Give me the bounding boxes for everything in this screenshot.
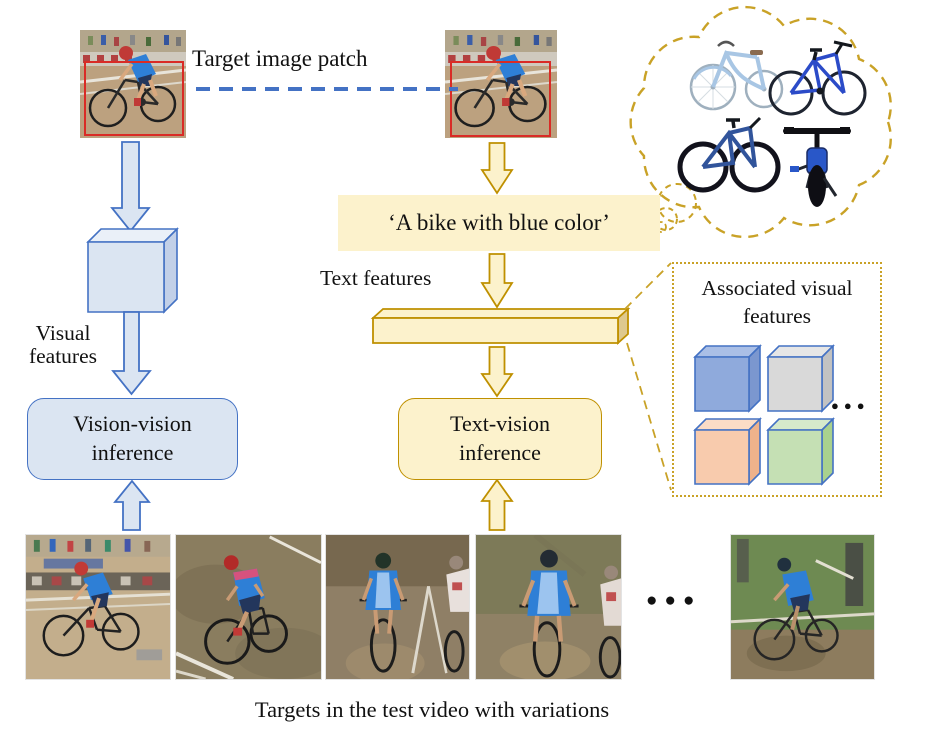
video-frame-5: [730, 534, 875, 680]
video-frame-5-photo: [731, 535, 874, 679]
target-patch-label: Target image patch: [192, 46, 368, 71]
text-vision-inference-box: Text-vision inference: [398, 398, 602, 480]
cube-face: [767, 429, 823, 485]
vision-vision-inference-box: Vision-vision inference: [27, 398, 238, 480]
cyclist-photo: [445, 30, 557, 138]
text-query: ‘A bike with blue color’: [388, 210, 610, 235]
associated-ellipsis: ●●●: [831, 398, 870, 413]
associated-features-title: Associated visual features: [701, 276, 853, 328]
target-patch-image-2: [445, 30, 557, 138]
target-patch-image-1: [80, 30, 186, 138]
visual-features-arrow: [111, 311, 152, 396]
features-to-inference-arrow: [480, 346, 514, 398]
text-vision-inference-label: Text-vision inference: [450, 411, 550, 465]
visual-features-cube: [86, 227, 179, 314]
frames-to-text-vision-arrow: [480, 478, 514, 531]
cube-face: [767, 356, 823, 412]
feature-cube-blue: [693, 344, 762, 413]
visual-features-label: Visual features: [28, 321, 98, 368]
video-frame-4-photo: [476, 535, 621, 679]
cloud-outline: [629, 5, 892, 239]
bar-to-assoc-link-bottom: [626, 342, 672, 491]
frames-ellipsis: ●●●: [646, 590, 702, 611]
text-features-vector: [370, 306, 631, 346]
cube-face: [748, 417, 761, 486]
video-frame-1: [25, 534, 171, 680]
text-features-label: Text features: [320, 266, 432, 290]
vision-vision-inference-label: Vision-vision inference: [73, 411, 192, 465]
cube-face: [821, 344, 834, 413]
patch-to-encoder-arrow: [110, 141, 151, 233]
cube-face: [694, 356, 750, 412]
video-frame-3-photo: [326, 535, 469, 679]
bike-mountain-2-icon: [677, 116, 781, 193]
cube-face: [821, 417, 834, 486]
video-frame-2-photo: [176, 535, 321, 679]
figure-caption: Targets in the test video with variation…: [254, 697, 610, 722]
bar-to-assoc-link-top: [624, 262, 672, 310]
video-frame-3: [325, 534, 470, 680]
query-to-features-arrow: [480, 253, 514, 309]
video-frame-1-photo: [26, 535, 170, 679]
video-frame-2: [175, 534, 322, 680]
feature-cube-orange: [693, 417, 762, 486]
thought-bubble: [629, 5, 892, 239]
frames-to-vision-arrow: [113, 479, 151, 531]
feature-cube-green: [766, 417, 835, 486]
cube-face: [694, 429, 750, 485]
text-query-box: ‘A bike with blue color’: [338, 195, 660, 251]
bike-cruiser-icon: [689, 40, 784, 111]
bike-front-view-icon: [783, 127, 851, 207]
cyclist-photo: [80, 30, 186, 138]
target-bounding-box: [84, 61, 184, 136]
target-bounding-box: [450, 61, 551, 137]
feature-cube-gray: [766, 344, 835, 413]
bubble-tail-circle: [657, 183, 697, 223]
bike-mountain-icon: [768, 40, 867, 116]
cube-face: [748, 344, 761, 413]
video-frame-4: [475, 534, 622, 680]
patch-to-text-arrow: [480, 142, 514, 195]
